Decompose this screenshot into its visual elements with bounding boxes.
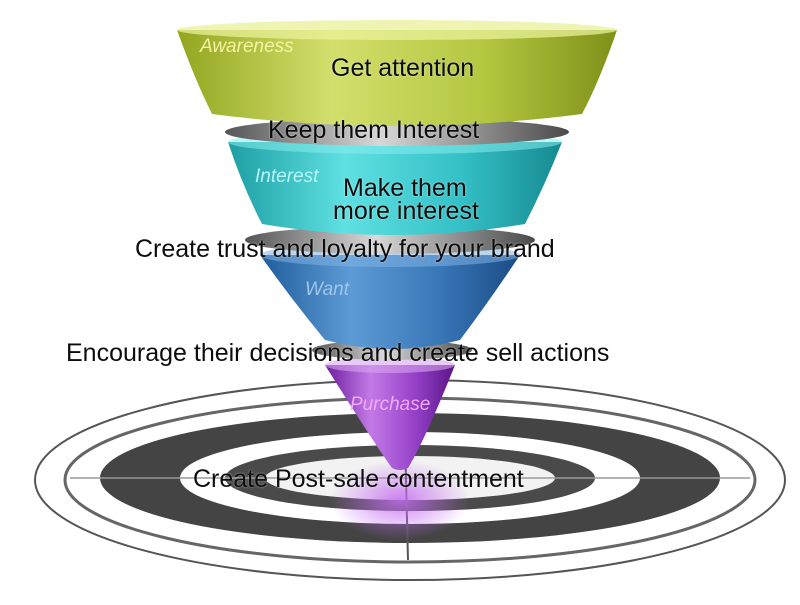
purchase-glow [330, 460, 470, 540]
target-graphic [34, 379, 786, 581]
stage-label-purchase: Purchase [350, 394, 431, 415]
funnel-separator-2 [245, 226, 535, 254]
funnel-segment-purchase [325, 357, 455, 470]
caption-more-interest: more interest [333, 197, 479, 225]
caption-post-sale: Create Post-sale contentment [193, 465, 524, 493]
funnel-separator-1 [225, 118, 569, 146]
stage-label-interest: Interest [255, 166, 319, 187]
caption-make-them: Make them [343, 174, 467, 202]
caption-encourage-decisions: Encourage their decisions and create sel… [66, 339, 610, 367]
stage-label-awareness: Awareness [200, 36, 294, 57]
caption-create-trust: Create trust and loyalty for your brand [135, 235, 555, 263]
funnel-segment-awareness [177, 20, 617, 126]
caption-keep-them-interest: Keep them Interest [268, 116, 480, 144]
caption-get-attention: Get attention [331, 54, 475, 82]
stage-label-want: Want [305, 279, 350, 300]
